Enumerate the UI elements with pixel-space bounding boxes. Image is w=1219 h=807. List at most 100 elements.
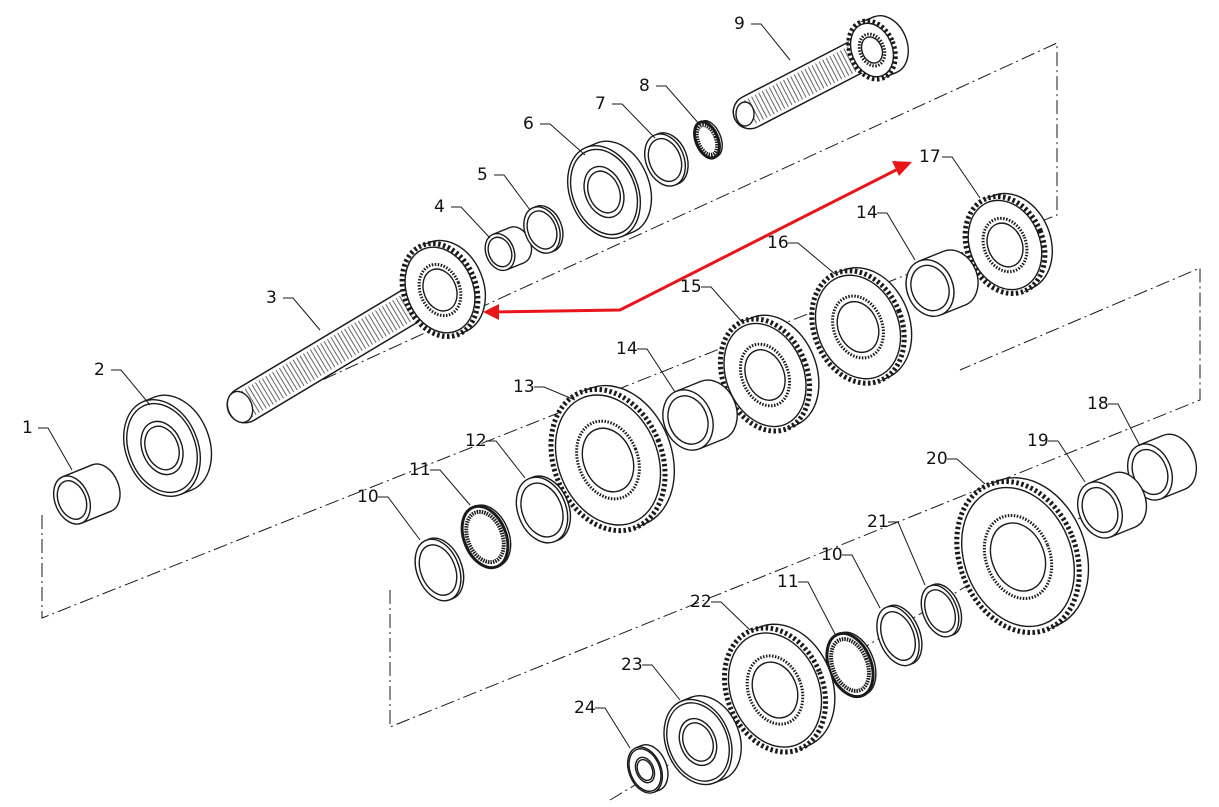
outline — [682, 722, 714, 762]
callout-10-upper: 10 — [357, 487, 379, 507]
axis-line-upper — [41, 42, 1058, 619]
synchro-15 — [717, 314, 820, 434]
callout-24: 24 — [574, 698, 596, 718]
leader-line — [1048, 440, 1086, 483]
gear-13 — [548, 384, 676, 534]
bearing-2 — [123, 394, 213, 497]
ring-5 — [523, 205, 564, 254]
outline — [520, 482, 564, 538]
callout-11-upper: 11 — [409, 460, 431, 480]
gear-3 — [399, 239, 487, 340]
callout-4: 4 — [434, 197, 445, 217]
edge — [81, 510, 112, 524]
callout-15: 15 — [680, 277, 702, 297]
outline — [487, 236, 513, 268]
callout-12: 12 — [465, 431, 487, 451]
outline — [667, 395, 709, 445]
axis-line-lower — [389, 267, 1201, 728]
outline — [464, 509, 506, 565]
outline — [56, 480, 88, 520]
gear-20 — [954, 477, 1090, 636]
leader-line — [701, 286, 743, 323]
shaft-9-end — [735, 101, 755, 127]
leader-line — [711, 601, 751, 631]
leader-line — [842, 554, 881, 609]
outline — [744, 349, 786, 401]
thrust-bearing-11-upper — [460, 504, 512, 570]
leader-line — [788, 242, 836, 275]
leader-line — [38, 427, 73, 471]
outline — [836, 300, 880, 354]
outline — [860, 36, 884, 64]
leader-line — [451, 206, 491, 239]
outline — [144, 425, 180, 471]
bushing-1 — [52, 463, 121, 525]
leader-line — [798, 581, 836, 635]
leader-line — [595, 707, 631, 749]
callout-22: 22 — [690, 592, 712, 612]
callout-20: 20 — [926, 449, 948, 469]
outline — [910, 264, 950, 312]
leader-line — [378, 496, 421, 541]
washer-10-lower — [876, 604, 923, 667]
shaft-9-splines — [744, 43, 866, 124]
leader-line — [486, 440, 526, 479]
leader-line — [642, 664, 681, 701]
shaft-3-body — [228, 283, 437, 422]
leader-line — [111, 369, 151, 406]
arrowhead-icon — [483, 304, 499, 320]
outline — [636, 758, 654, 782]
outline — [647, 137, 683, 183]
leader-line — [947, 458, 986, 485]
callout-16: 16 — [767, 233, 789, 253]
leader-line — [430, 469, 471, 506]
callout-11-lower: 11 — [777, 572, 799, 592]
callout-21: 21 — [867, 512, 889, 532]
callout-7: 7 — [595, 94, 606, 114]
leader-line — [637, 348, 676, 393]
gear-9 — [846, 15, 909, 82]
callout-23: 23 — [621, 655, 643, 675]
cage-19 — [1077, 471, 1148, 539]
leader-line — [1108, 403, 1141, 447]
outline — [829, 637, 871, 693]
leader-line — [888, 521, 926, 586]
callout-18: 18 — [1087, 394, 1109, 414]
callout-3: 3 — [266, 288, 277, 308]
edge — [882, 71, 897, 79]
callout-13: 13 — [513, 377, 535, 397]
outline — [526, 210, 558, 250]
leader-line — [942, 156, 981, 199]
leader-line — [283, 297, 321, 331]
thrust-bearing-11-lower — [825, 631, 877, 699]
outline — [1081, 486, 1119, 534]
leader-line — [751, 23, 791, 61]
edge — [62, 464, 93, 478]
shaft-3-end — [226, 390, 254, 424]
callout-14-lower: 14 — [616, 339, 638, 359]
callout-17: 17 — [919, 147, 941, 167]
outline — [586, 170, 622, 214]
callout-8: 8 — [639, 76, 650, 96]
outline — [989, 522, 1047, 592]
bushing-14-lower — [662, 379, 738, 451]
gear-17 — [962, 192, 1054, 296]
synchro-22 — [721, 623, 836, 755]
callout-6: 6 — [523, 114, 534, 134]
leader-line — [656, 85, 701, 126]
leader-line — [612, 103, 656, 139]
outline — [879, 611, 917, 661]
arrowhead-icon — [892, 161, 912, 176]
outline — [751, 661, 799, 719]
bearing-6 — [567, 140, 653, 239]
outline — [581, 427, 635, 493]
callout-2: 2 — [94, 360, 105, 380]
ring-21 — [920, 583, 963, 638]
callout-10-lower: 10 — [821, 545, 843, 565]
outline — [694, 123, 720, 157]
outline — [986, 222, 1024, 268]
outline — [422, 268, 458, 312]
bushing-14-upper — [905, 249, 979, 317]
